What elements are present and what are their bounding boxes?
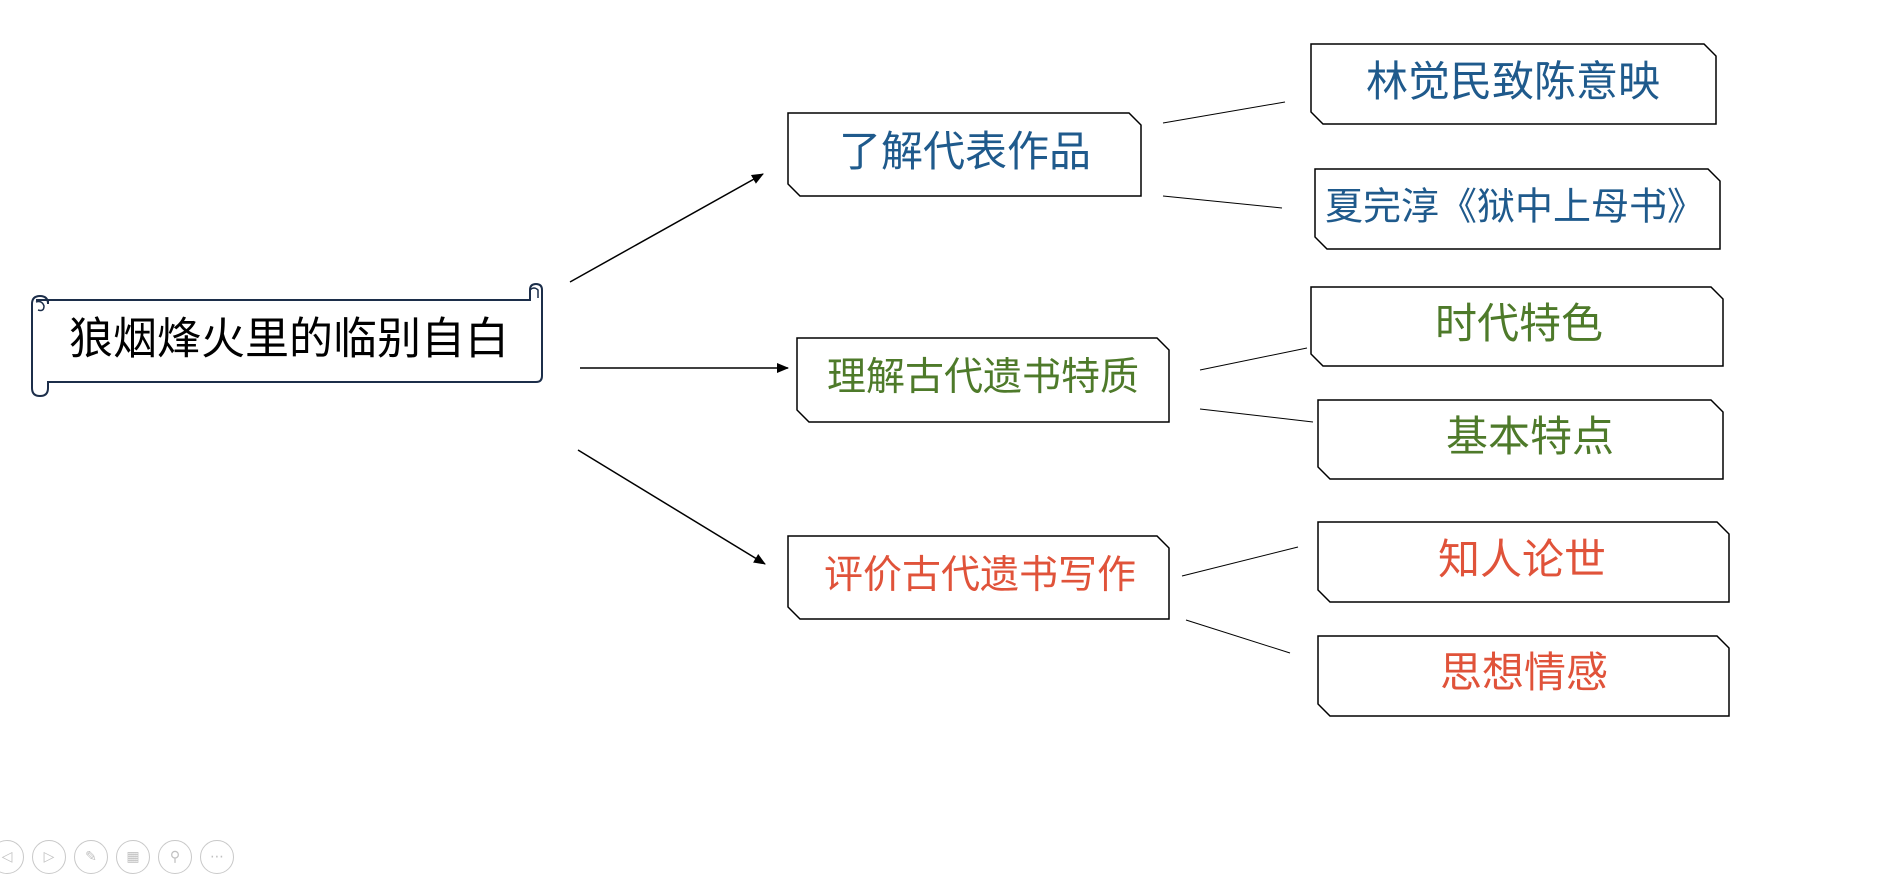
child-3-1-label: 知人论世: [1438, 535, 1606, 584]
child-1-2-box: [1314, 168, 1721, 250]
child-1-2-label: 夏完淳《狱中上母书》: [1325, 185, 1705, 229]
arrow-right-icon: ▷: [43, 849, 55, 865]
branch-2-box: [796, 337, 1170, 423]
more-options-button[interactable]: ⋯: [200, 840, 234, 874]
arrow-left-icon: ◁: [1, 849, 13, 865]
child-2-2-label: 基本特点: [1446, 412, 1614, 461]
branch-2-label: 理解古代遗书特质: [827, 355, 1139, 400]
root-node: 狼烟烽火里的临别自白: [31, 282, 543, 398]
pen-tool-button[interactable]: ✎: [74, 840, 108, 874]
connector-1-1: [1162, 101, 1286, 124]
child-node-2-2: 基本特点: [1317, 399, 1724, 480]
branch-3-box: [787, 535, 1170, 620]
child-2-2-box: [1317, 399, 1724, 480]
slide-grid-button[interactable]: ▦: [116, 840, 150, 874]
root-scroll-curl-left: [35, 300, 45, 312]
connector-3-1: [1181, 546, 1299, 577]
next-slide-button[interactable]: ▷: [32, 840, 66, 874]
child-3-2-box: [1317, 635, 1730, 717]
child-node-2-1: 时代特色: [1310, 286, 1724, 367]
connector-1-2: [1162, 195, 1283, 209]
previous-slide-button[interactable]: ◁: [0, 840, 24, 874]
branch-1-box: [787, 112, 1142, 197]
child-node-1-1: 林觉民致陈意映: [1310, 43, 1717, 125]
slideshow-toolbar: ◁ ▷ ✎ ▦ ⚲ ⋯: [0, 840, 234, 876]
branch-node-3: 评价古代遗书写作: [787, 535, 1170, 620]
child-node-1-2: 夏完淳《狱中上母书》: [1314, 168, 1721, 250]
pen-icon: ✎: [85, 849, 97, 865]
connector-2-2: [1199, 408, 1314, 423]
branch-node-2: 理解古代遗书特质: [796, 337, 1170, 423]
child-2-1-label: 时代特色: [1435, 299, 1603, 348]
root-label: 狼烟烽火里的临别自白: [69, 314, 509, 365]
arrow-to-branch-1: [569, 173, 764, 283]
child-2-1-box: [1310, 286, 1724, 367]
branch-node-1: 了解代表作品: [787, 112, 1142, 197]
branch-1-label: 了解代表作品: [839, 127, 1091, 176]
child-node-3-2: 思想情感: [1317, 635, 1730, 717]
branch-3-label: 评价古代遗书写作: [824, 553, 1136, 598]
child-1-1-label: 林觉民致陈意映: [1366, 57, 1660, 106]
child-1-1-box: [1310, 43, 1717, 125]
grid-icon: ▦: [126, 849, 140, 865]
root-scroll-shape: [31, 282, 543, 398]
zoom-button[interactable]: ⚲: [158, 840, 192, 874]
connector-3-2: [1185, 619, 1291, 654]
magnifier-icon: ⚲: [169, 849, 181, 865]
connector-2-1: [1199, 347, 1308, 371]
child-3-2-label: 思想情感: [1440, 648, 1608, 697]
root-scroll-curl-right: [529, 287, 539, 298]
arrow-to-branch-3: [577, 449, 766, 565]
child-node-3-1: 知人论世: [1317, 521, 1730, 603]
child-3-1-box: [1317, 521, 1730, 603]
more-icon: ⋯: [210, 849, 224, 865]
